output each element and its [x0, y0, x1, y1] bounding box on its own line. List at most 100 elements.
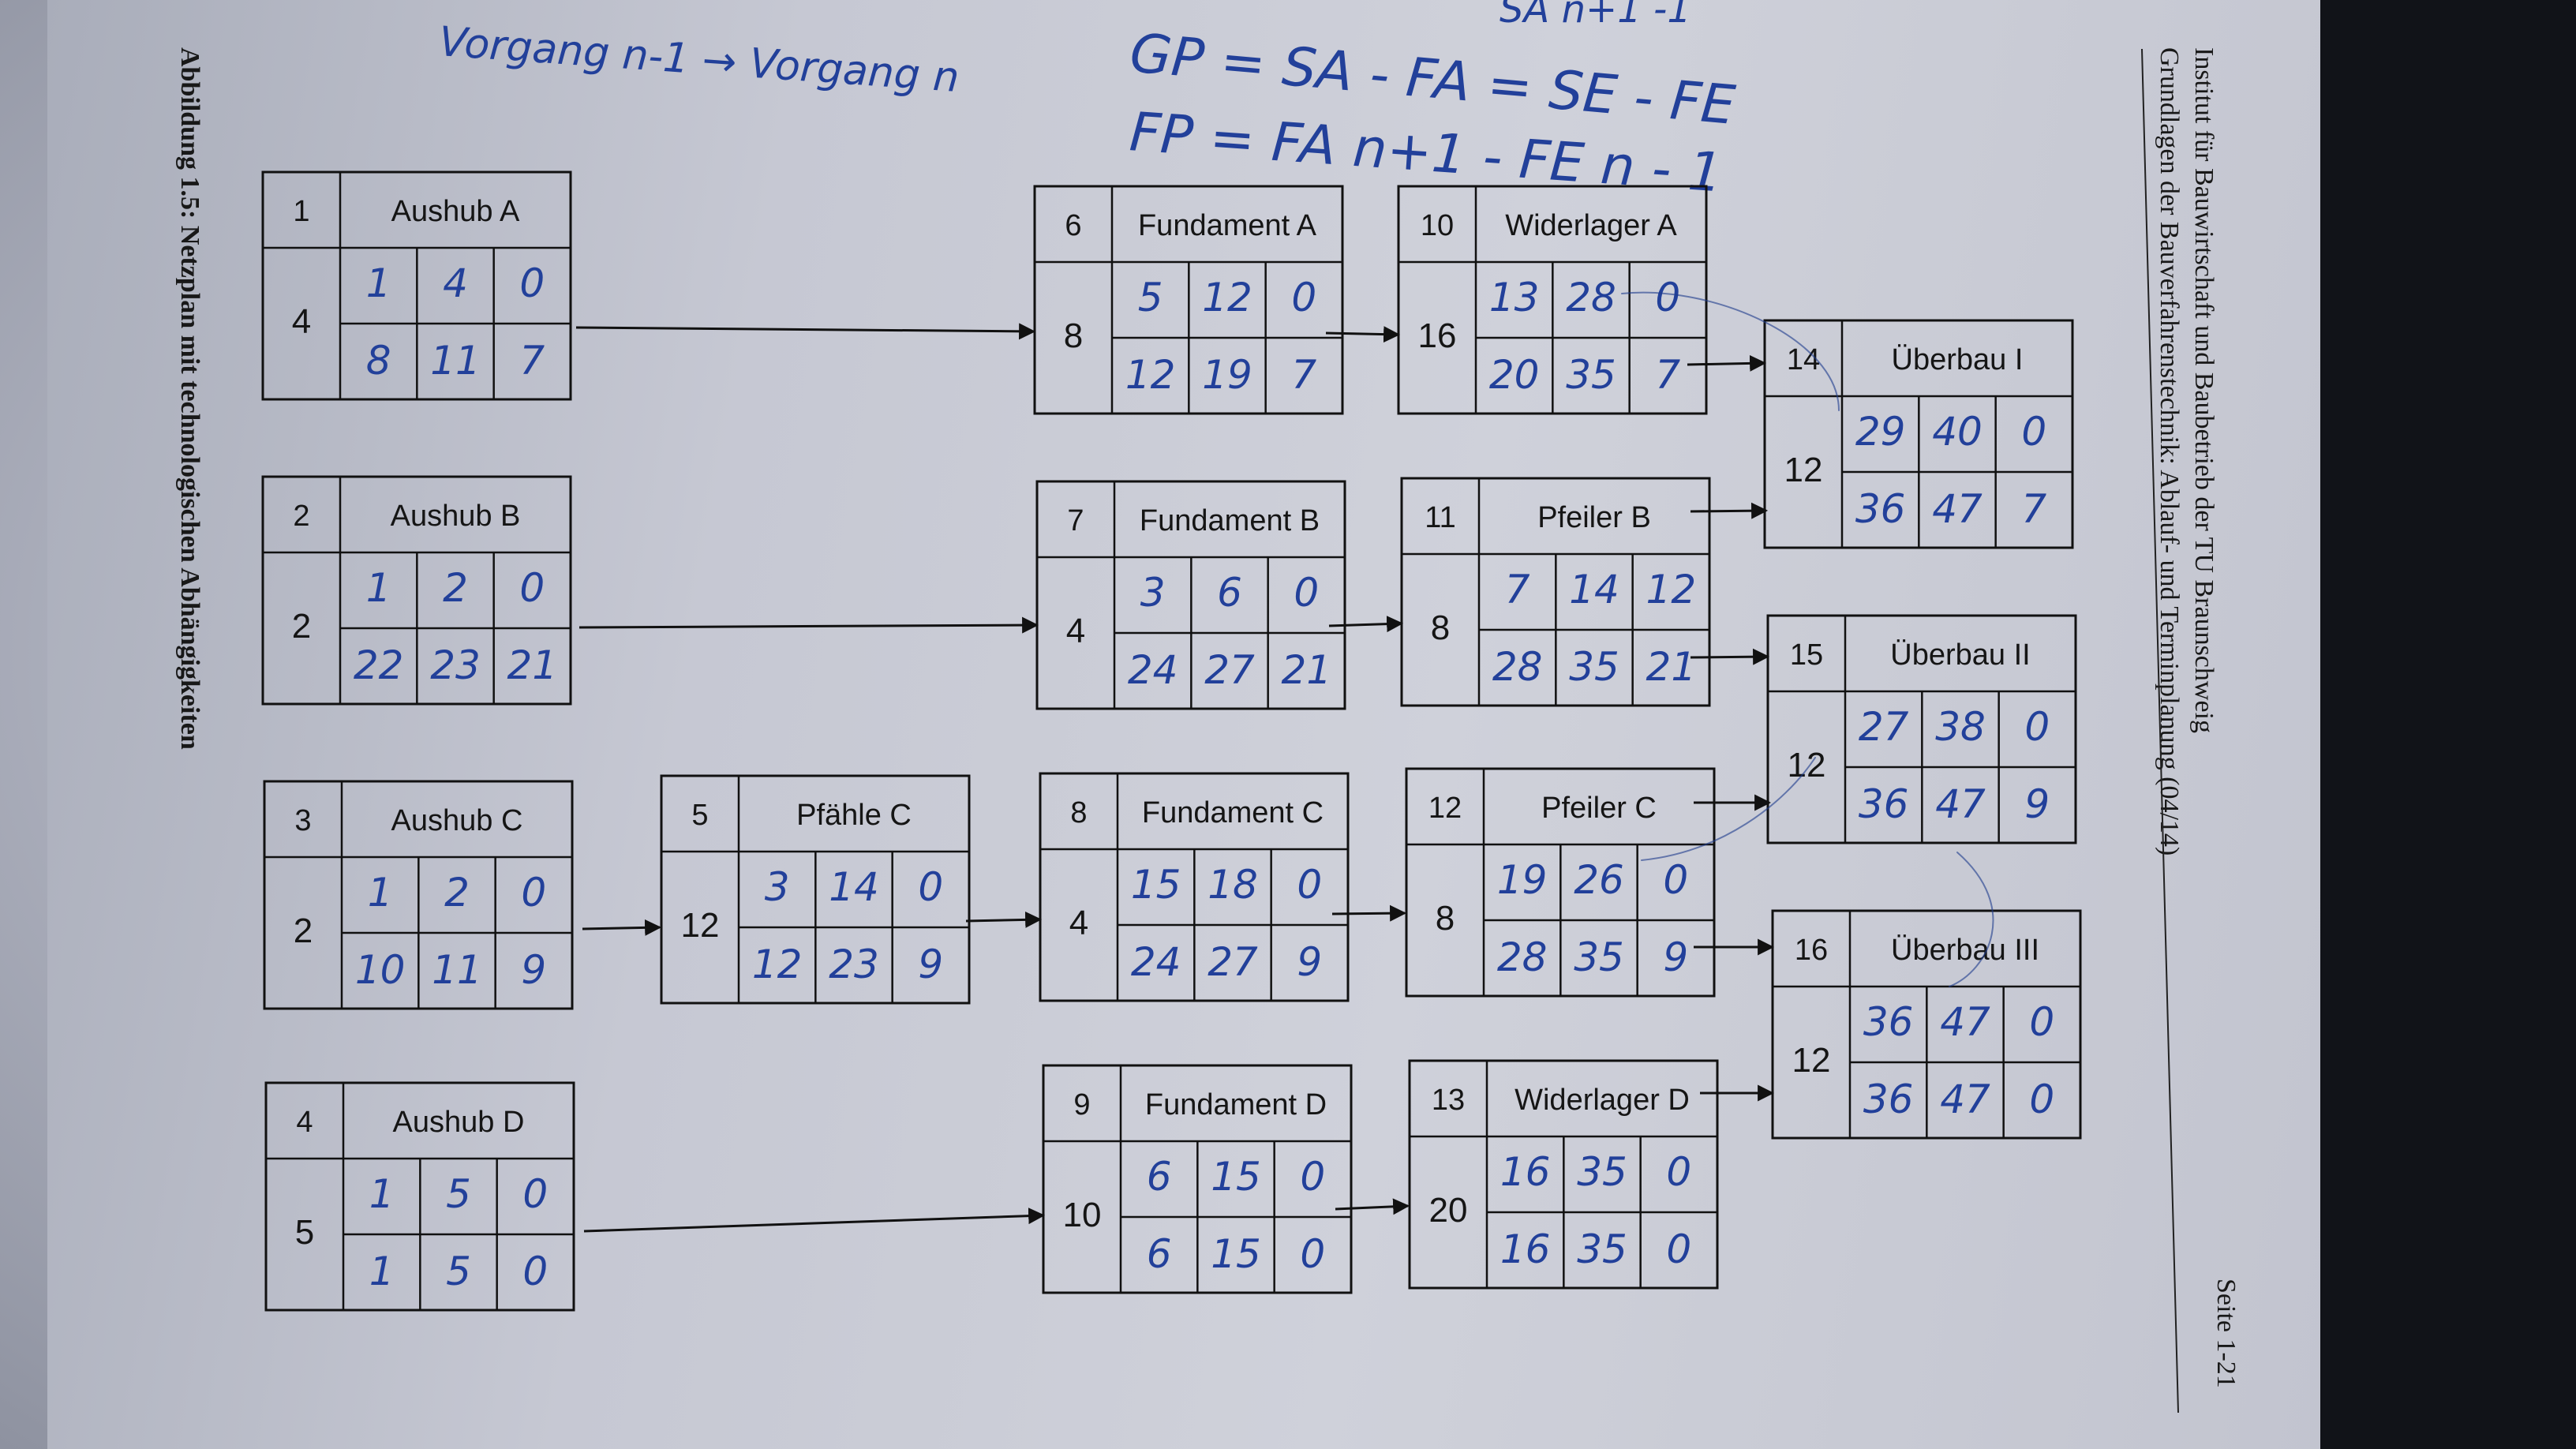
- node-gp: 0: [1294, 570, 1319, 616]
- node-sa: 24: [1131, 939, 1181, 985]
- node-duration: 12: [1792, 1041, 1831, 1080]
- node-se: 5: [446, 1249, 471, 1294]
- node-gp: 0: [519, 565, 545, 611]
- node-sa: 1: [369, 1249, 395, 1294]
- node-fp: 9: [1663, 934, 1688, 980]
- node-fe: 2: [443, 565, 468, 611]
- node-duration: 16: [1418, 316, 1457, 355]
- node-fe: 15: [1211, 1154, 1261, 1200]
- node-number: 1: [293, 195, 309, 228]
- node-gp: 0: [1297, 862, 1322, 908]
- node-gp: 0: [522, 1171, 548, 1217]
- node-gp: 0: [1663, 857, 1688, 903]
- node-fe: 18: [1208, 862, 1258, 908]
- node-number: 4: [296, 1106, 313, 1139]
- node-fa: 1: [368, 870, 393, 915]
- node-duration: 4: [1066, 612, 1085, 650]
- node-number: 15: [1790, 638, 1823, 672]
- node-duration: 12: [1784, 451, 1823, 489]
- node-fe: 6: [1217, 570, 1242, 616]
- node-number: 2: [293, 500, 309, 533]
- node-sa: 12: [1125, 352, 1176, 398]
- node-duration: 4: [1069, 904, 1088, 942]
- header-institute: Institut für Bauwirtschaft und Baubetrie…: [2189, 47, 2218, 733]
- node-duration: 12: [681, 906, 720, 945]
- node-fe: 35: [1577, 1149, 1627, 1195]
- node-se: 11: [432, 947, 482, 993]
- node-gp: 0: [1666, 1149, 1691, 1195]
- table-background: [2320, 0, 2576, 1449]
- node-se: 35: [1577, 1226, 1627, 1272]
- node-gp: 0: [519, 260, 545, 306]
- node-gp: 12: [1646, 567, 1697, 612]
- node-fp: 9: [1297, 939, 1322, 985]
- node-sa: 36: [1863, 1076, 1914, 1122]
- node-se: 23: [829, 942, 879, 987]
- node-fe: 28: [1566, 275, 1616, 320]
- node-sa: 36: [1855, 486, 1906, 532]
- node-name: Überbau II: [1890, 638, 2030, 672]
- dependency-arrows: [575, 323, 1775, 1233]
- node-sa: 28: [1492, 644, 1543, 690]
- node-gp: 0: [918, 864, 943, 910]
- node-name: Fundament D: [1145, 1088, 1327, 1121]
- node-duration: 8: [1431, 608, 1450, 647]
- node-sa: 10: [355, 947, 406, 993]
- node-fa: 5: [1138, 275, 1163, 320]
- node-name: Aushub C: [391, 804, 523, 837]
- node-gp: 0: [2024, 704, 2050, 750]
- node-duration: 5: [295, 1213, 314, 1252]
- node-sa: 28: [1497, 934, 1548, 980]
- node-number: 3: [294, 804, 311, 837]
- node-name: Pfähle C: [796, 799, 912, 832]
- node-duration: 2: [292, 607, 311, 646]
- node-duration: 8: [1064, 316, 1083, 355]
- node-fp: 0: [1666, 1226, 1691, 1272]
- node-name: Aushub B: [391, 500, 521, 533]
- node-sa: 16: [1500, 1226, 1551, 1272]
- node-duration: 10: [1063, 1196, 1102, 1234]
- node-name: Fundament C: [1142, 796, 1324, 829]
- node-fa: 36: [1863, 999, 1914, 1045]
- node-se: 15: [1211, 1231, 1261, 1277]
- node-name: Überbau III: [1891, 934, 2039, 967]
- node-name: Widerlager A: [1505, 209, 1677, 242]
- node-gp: 0: [2021, 409, 2046, 455]
- node-fp: 21: [1282, 647, 1332, 693]
- node-fe: 14: [829, 864, 879, 910]
- node-fa: 1: [366, 565, 391, 611]
- node-duration: 20: [1429, 1191, 1468, 1230]
- node-fe: 40: [1932, 409, 1983, 455]
- node-se: 35: [1574, 934, 1624, 980]
- node-fp: 9: [918, 942, 943, 987]
- node-fp: 7: [1655, 352, 1680, 398]
- node-name: Fundament B: [1140, 504, 1320, 537]
- handwritten-note-precedence: Vorgang n-1 → Vorgang n: [437, 18, 960, 102]
- node-number: 9: [1073, 1088, 1090, 1121]
- node-number: 14: [1787, 343, 1820, 376]
- node-duration: 12: [1788, 746, 1826, 784]
- node-se: 27: [1204, 647, 1255, 693]
- node-fp: 0: [2029, 1076, 2054, 1122]
- page-number: Seite 1-21: [2211, 1279, 2241, 1388]
- node-fp: 9: [521, 947, 546, 993]
- node-fa: 29: [1855, 409, 1906, 455]
- node-fp: 21: [507, 642, 558, 688]
- node-se: 35: [1566, 352, 1616, 398]
- node-sa: 24: [1128, 647, 1178, 693]
- node-se: 47: [1940, 1076, 1990, 1122]
- node-gp: 0: [521, 870, 546, 915]
- node-fp: 21: [1646, 644, 1697, 690]
- header-course: Grundlagen der Bauverfahrenstechnik: Abl…: [2155, 47, 2184, 856]
